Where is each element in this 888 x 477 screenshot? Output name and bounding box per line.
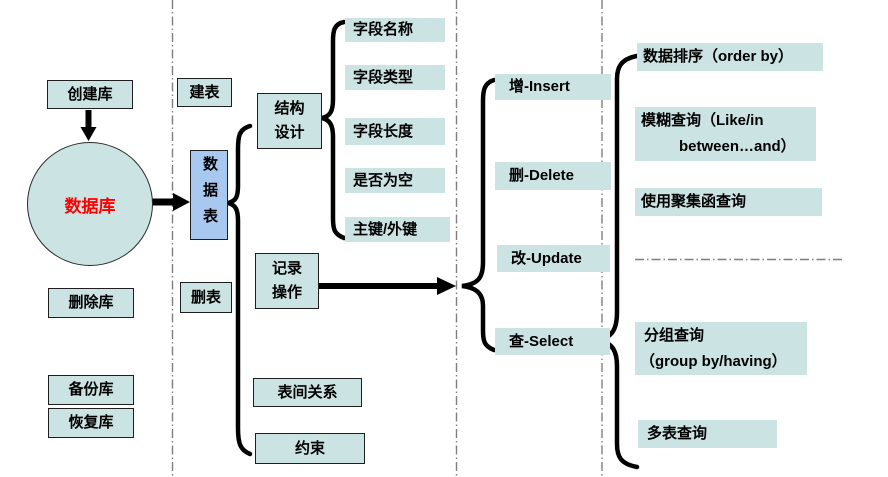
record-ops-line2: 操作 xyxy=(271,284,302,301)
field-name-node: 字段名称 xyxy=(345,18,445,42)
group-query-line1: 分组查询 xyxy=(644,326,705,344)
data-table-node: 数据表 xyxy=(190,150,228,240)
drop-table-node: 删表 xyxy=(180,282,232,313)
fuzzy-query-line1: 模糊查询（Like/in xyxy=(641,112,764,129)
data-table-label: 数据表 xyxy=(201,156,218,234)
table-brace xyxy=(227,123,253,457)
structure-design-line2: 设计 xyxy=(274,124,305,141)
record-ops-node: 记录 操作 xyxy=(255,253,319,309)
record-ops-line1: 记录 xyxy=(271,260,302,277)
multi-table-query-node: 多表查询 xyxy=(638,420,777,448)
fuzzy-query-node: 模糊查询（Like/in between…and） xyxy=(635,107,816,161)
group-query-node: 分组查询 （group by/having） xyxy=(635,322,807,375)
fields-brace xyxy=(321,19,347,241)
structure-design-line1: 结构 xyxy=(274,100,305,117)
select-node: 查-Select xyxy=(495,328,610,355)
field-length-node: 字段长度 xyxy=(345,118,445,145)
down-arrow xyxy=(80,110,97,141)
field-type-node: 字段类型 xyxy=(345,65,445,90)
drop-db-node: 删除库 xyxy=(48,288,134,318)
backup-db-node: 备份库 xyxy=(48,375,134,405)
aggregate-query-node: 使用聚集函查询 xyxy=(635,188,822,216)
nullable-node: 是否为空 xyxy=(345,168,445,193)
constraints-node: 约束 xyxy=(255,433,365,464)
structure-design-node: 结构 设计 xyxy=(257,93,322,149)
order-by-node: 数据排序（order by） xyxy=(637,43,823,71)
delete-node: 删-Delete xyxy=(495,162,611,190)
table-relations-node: 表间关系 xyxy=(253,378,362,407)
fuzzy-query-line2: between…and） xyxy=(679,138,796,155)
database-label: 数据库 xyxy=(64,196,116,216)
insert-node: 增-Insert xyxy=(495,74,611,100)
group-query-line2: （group by/having） xyxy=(640,352,787,370)
crud-brace xyxy=(461,77,497,353)
database-circle: 数据库 xyxy=(27,142,153,266)
primary-foreign-key-node: 主键/外键 xyxy=(345,217,450,242)
create-table-node: 建表 xyxy=(177,78,232,107)
restore-db-node: 恢复库 xyxy=(48,408,134,438)
update-node: 改-Update xyxy=(497,245,610,272)
record-ops-arrow xyxy=(319,277,456,295)
create-db-node: 创建库 xyxy=(47,80,133,109)
circle-to-table-arrow xyxy=(152,193,190,211)
